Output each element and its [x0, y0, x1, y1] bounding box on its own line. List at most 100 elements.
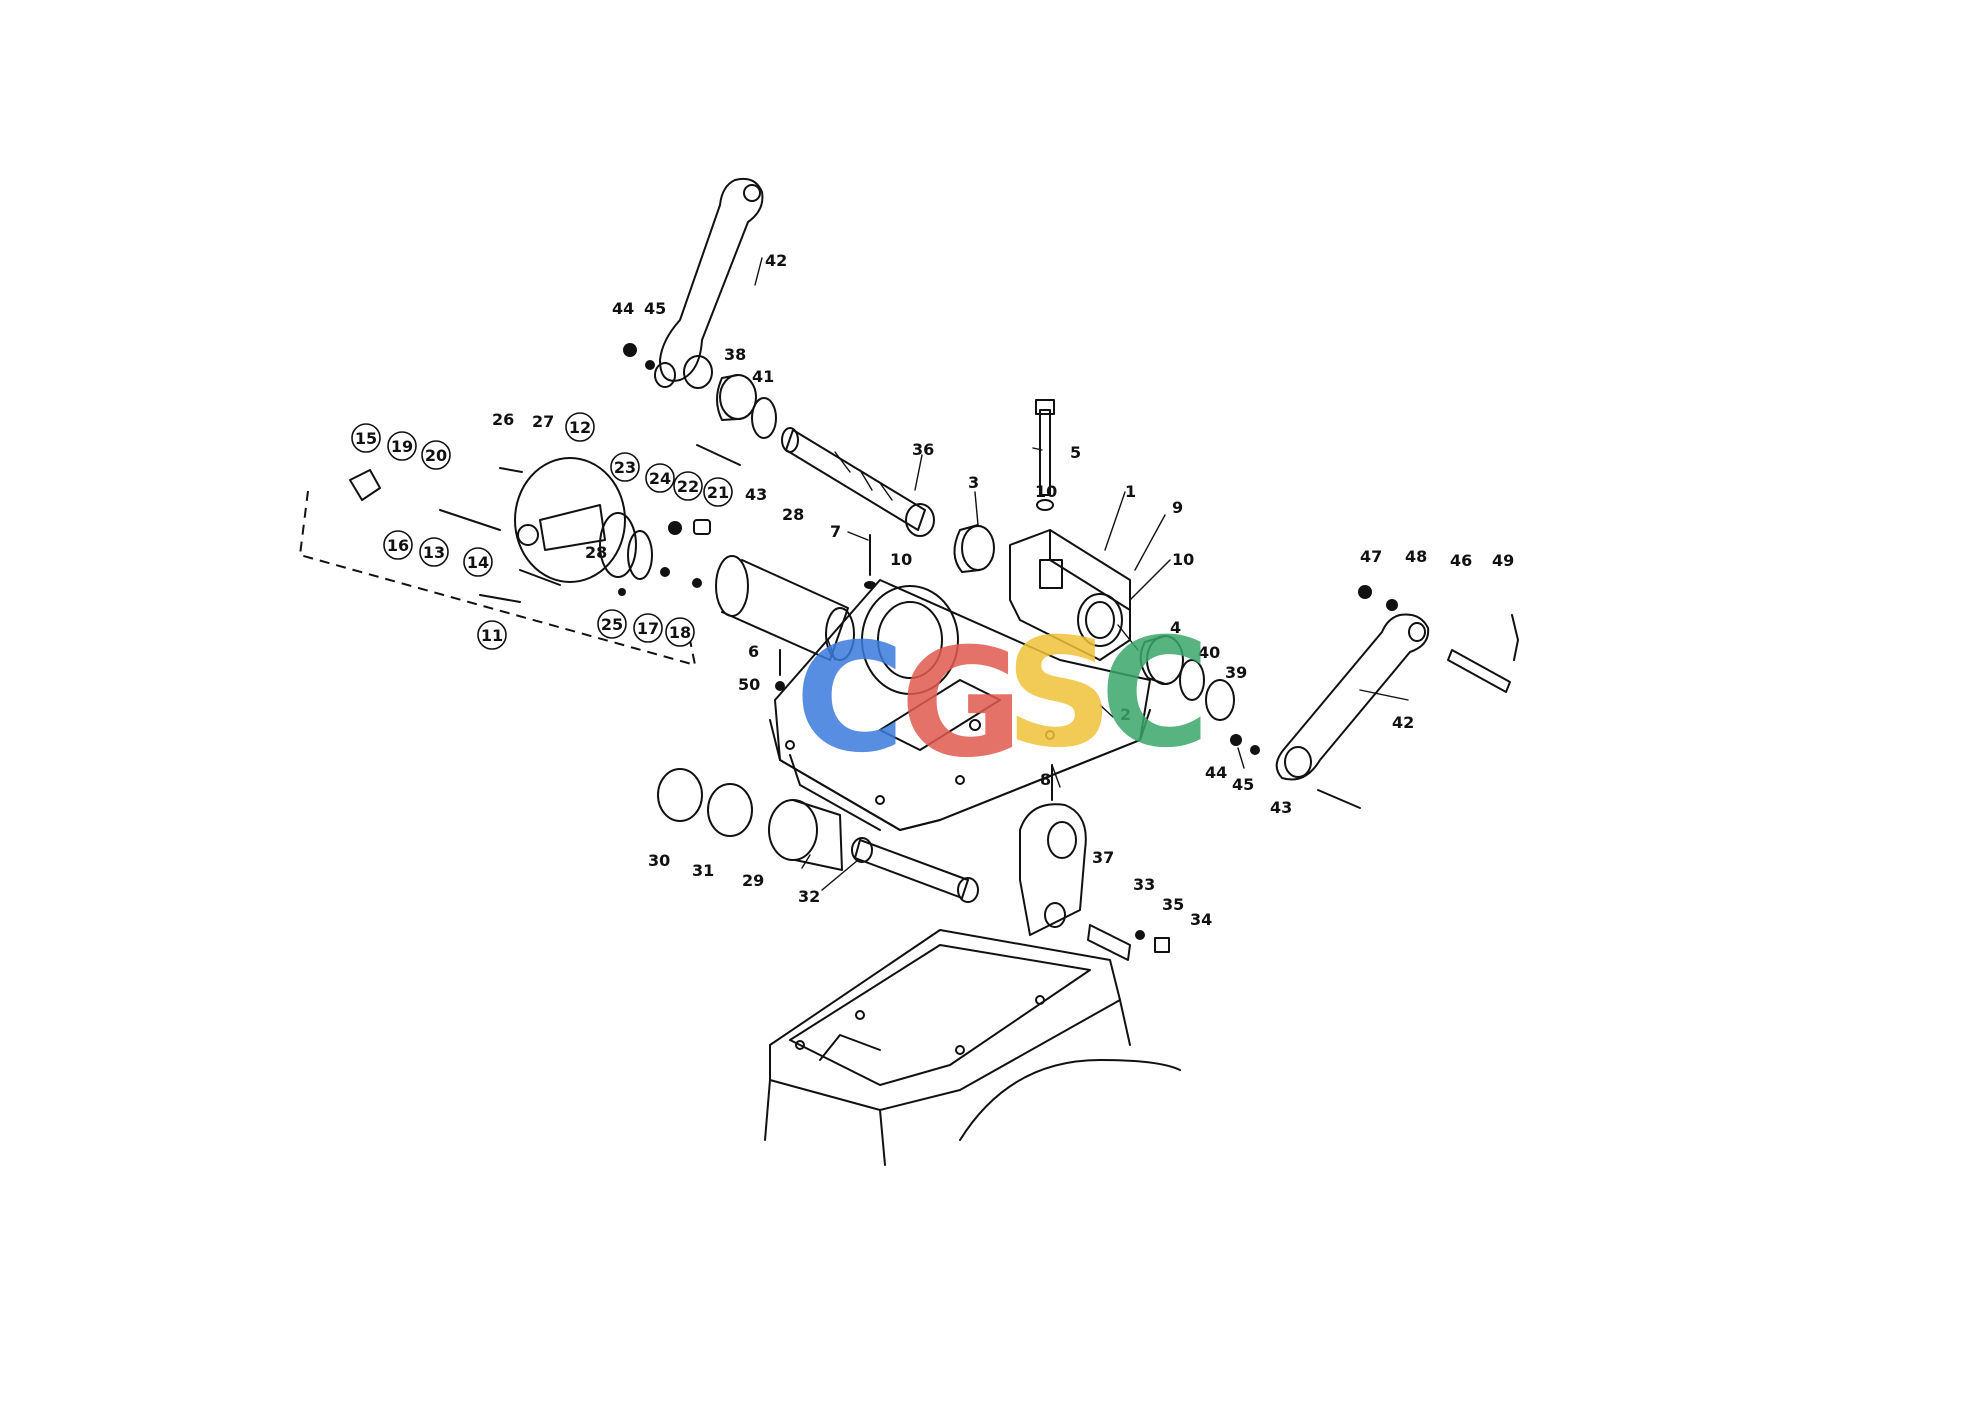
bolt-34 — [1154, 937, 1170, 953]
watermark-letter-c2: C — [1100, 607, 1210, 781]
label-19: 19 — [391, 437, 413, 456]
label-17: 17 — [637, 619, 659, 638]
label-32: 32 — [798, 887, 820, 906]
label-33: 33 — [1133, 875, 1155, 894]
label-11: 11 — [481, 626, 503, 645]
leader-lines — [754, 257, 1409, 891]
ring-39 — [1205, 679, 1235, 721]
small-parts-21-22 — [618, 519, 711, 596]
label-21: 21 — [707, 483, 729, 502]
washer-35 — [1135, 930, 1145, 940]
washer-45-upper — [645, 360, 655, 370]
washer-48 — [1386, 599, 1398, 611]
ring-41 — [751, 397, 777, 439]
circled-labels: 15 19 20 16 13 14 12 23 24 22 21 25 17 1… — [351, 412, 733, 650]
label-28-main: 28 — [782, 505, 804, 524]
label-41: 41 — [752, 367, 774, 386]
gearbox-housing — [764, 929, 1181, 1166]
bushing-3 — [953, 524, 995, 573]
label-40: 40 — [1198, 643, 1220, 662]
pin-43-upper — [696, 444, 741, 466]
label-45b: 45 — [1232, 775, 1254, 794]
housing-1 — [1009, 529, 1131, 661]
label-12: 12 — [569, 418, 591, 437]
label-35: 35 — [1162, 895, 1184, 914]
label-18: 18 — [669, 623, 691, 642]
watermark-letter-c1: C — [795, 612, 905, 786]
label-24: 24 — [649, 469, 671, 488]
label-46: 46 — [1450, 551, 1472, 570]
bushing-38 — [716, 374, 757, 421]
nut-44-right — [1230, 734, 1242, 746]
label-29: 29 — [742, 871, 764, 890]
label-20: 20 — [425, 446, 447, 465]
label-5: 5 — [1070, 443, 1081, 462]
label-39: 39 — [1225, 663, 1247, 682]
label-25: 25 — [601, 615, 623, 634]
label-13: 13 — [423, 543, 445, 562]
label-50: 50 — [738, 675, 760, 694]
label-10b: 10 — [890, 550, 912, 569]
label-48: 48 — [1405, 547, 1427, 566]
label-42b: 42 — [1392, 713, 1414, 732]
ring-31 — [707, 783, 753, 837]
label-28: 28 — [585, 543, 607, 562]
piston-29 — [768, 799, 843, 871]
label-31: 31 — [692, 861, 714, 880]
label-43a: 43 — [745, 485, 767, 504]
label-38: 38 — [724, 345, 746, 364]
watermark-letter-s: S — [1005, 607, 1113, 781]
watermark-logo: C G S C — [795, 607, 1210, 791]
label-14: 14 — [467, 553, 489, 572]
clip-49 — [1511, 614, 1519, 661]
label-8: 8 — [1040, 770, 1051, 789]
label-42a: 42 — [765, 251, 787, 270]
label-2: 2 — [1120, 705, 1131, 724]
label-6: 6 — [748, 642, 759, 661]
rod-32 — [851, 837, 979, 903]
label-23: 23 — [614, 458, 636, 477]
bracket-37 — [1019, 803, 1087, 936]
label-49: 49 — [1492, 551, 1514, 570]
label-4: 4 — [1170, 618, 1181, 637]
ring-30 — [657, 768, 703, 822]
washer-10 — [864, 581, 876, 589]
label-9: 9 — [1172, 498, 1183, 517]
label-34: 34 — [1190, 910, 1212, 929]
cylinder-28 — [715, 555, 855, 661]
washer-50 — [775, 681, 785, 691]
label-15: 15 — [355, 429, 377, 448]
label-7: 7 — [830, 522, 841, 541]
callout-labels: 1 2 3 4 5 6 7 8 9 10 10 10 28 28 39 40 4… — [492, 251, 1514, 929]
nut-44-upper — [623, 343, 637, 357]
label-26: 26 — [492, 410, 514, 429]
bushing-4-side — [1139, 635, 1166, 685]
label-27: 27 — [532, 412, 554, 431]
label-1: 1 — [1125, 482, 1136, 501]
casing-2 — [769, 579, 1151, 831]
washer-45-right — [1250, 745, 1260, 755]
watermark-letter-g: G — [900, 617, 1023, 791]
label-44b: 44 — [1205, 763, 1227, 782]
bolt-43-right — [1317, 789, 1361, 809]
bolt-5 — [1035, 399, 1055, 511]
label-45a: 45 — [644, 299, 666, 318]
label-16: 16 — [387, 536, 409, 555]
label-3: 3 — [968, 473, 979, 492]
ring-40 — [1179, 659, 1205, 701]
pin-33 — [1087, 924, 1131, 961]
nut-47 — [1358, 585, 1372, 599]
shaft-36 — [781, 427, 935, 537]
label-10a: 10 — [1035, 482, 1057, 501]
label-10c: 10 — [1172, 550, 1194, 569]
label-47: 47 — [1360, 547, 1382, 566]
valve-assembly-11 — [298, 457, 697, 667]
lift-arm-upper — [654, 177, 764, 389]
label-37: 37 — [1092, 848, 1114, 867]
label-22: 22 — [677, 477, 699, 496]
pin-46 — [1447, 649, 1511, 693]
label-44a: 44 — [612, 299, 634, 318]
lift-arm-right — [1275, 613, 1430, 781]
